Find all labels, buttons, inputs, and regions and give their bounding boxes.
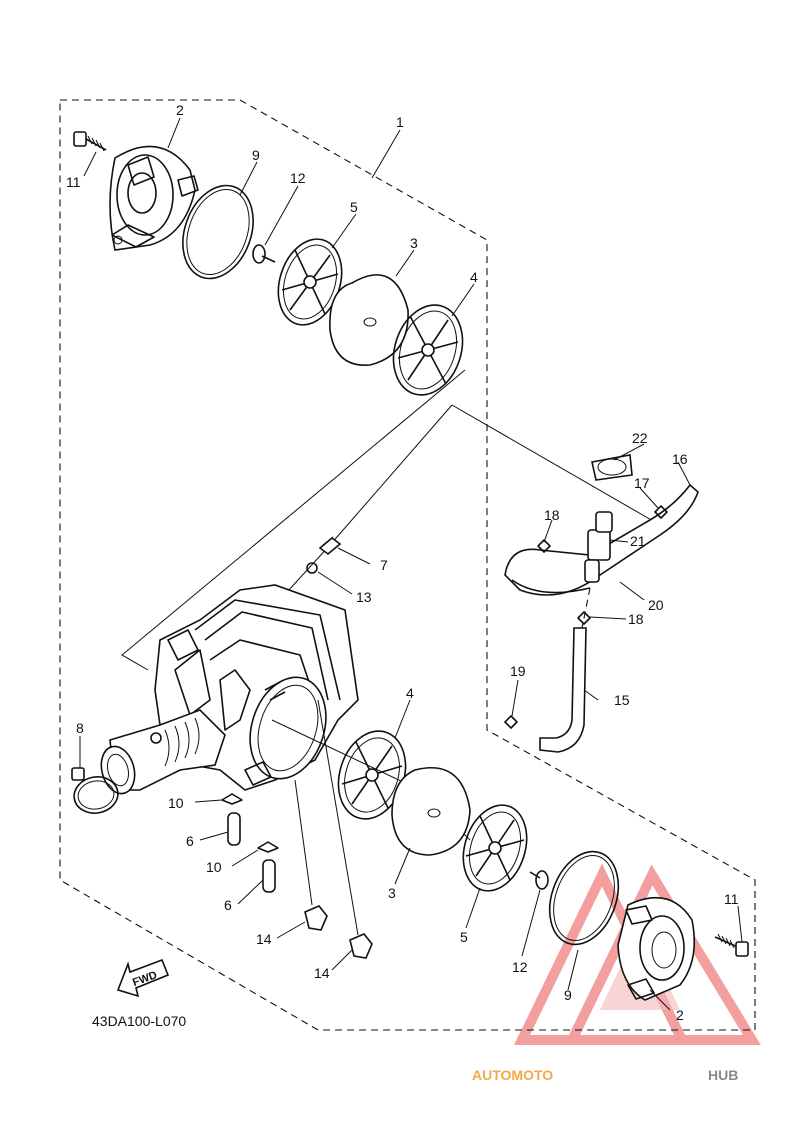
callout-8: 8 — [76, 720, 84, 736]
watermark-word2: HUB — [708, 1067, 738, 1083]
bolt-lower — [529, 870, 549, 890]
drain-hose-15 — [539, 587, 591, 753]
clip-18-lower — [577, 611, 591, 625]
callout-16: 16 — [672, 451, 688, 467]
callout-14-left: 14 — [256, 931, 272, 947]
watermark-logo: AUTOMOTO HUB — [472, 1067, 738, 1083]
callout-14-right: 14 — [314, 965, 330, 981]
callout-6-upper: 6 — [186, 833, 194, 849]
screw-lower-right — [714, 933, 749, 957]
callout-9-lower: 9 — [564, 987, 572, 1003]
callout-20: 20 — [648, 597, 664, 613]
callout-12-lower: 12 — [512, 959, 528, 975]
callout-18-lower: 18 — [628, 611, 644, 627]
plug-14-left — [304, 905, 328, 931]
clamp — [71, 767, 119, 814]
filter-element-lower — [391, 766, 471, 856]
clip-19 — [504, 715, 518, 729]
callout-3-top: 3 — [410, 235, 418, 251]
clip-10-lower — [257, 841, 279, 853]
drain-plug — [318, 536, 342, 556]
callout-22: 22 — [632, 430, 648, 446]
bolt-top — [252, 244, 276, 264]
callout-10-upper: 10 — [168, 795, 184, 811]
plug-14-right — [349, 933, 373, 959]
callout-2-top: 2 — [176, 102, 184, 118]
filter-element-top — [329, 274, 409, 366]
callout-18-upper: 18 — [544, 507, 560, 523]
callout-9-top: 9 — [252, 147, 260, 163]
callout-10-lower: 10 — [206, 859, 222, 875]
watermark-word1: AUTOMOTO — [472, 1067, 553, 1083]
cover-top — [109, 145, 199, 251]
clamp-22 — [591, 454, 633, 481]
joint-21 — [584, 511, 613, 583]
diagram-code: 43DA100-L070 — [92, 1013, 186, 1029]
drain-pipe-lower — [262, 859, 276, 893]
callout-19: 19 — [510, 663, 526, 679]
clip-13 — [306, 562, 318, 574]
callout-1: 1 — [396, 114, 404, 130]
callout-2-lower: 2 — [676, 1007, 684, 1023]
cover-lower — [617, 896, 696, 1001]
fwd-arrow-icon: FWD — [116, 958, 170, 998]
callout-11-top: 11 — [66, 174, 81, 190]
filter-frame-top-right — [392, 304, 464, 396]
callout-17: 17 — [634, 475, 650, 491]
leader-lines — [79, 117, 743, 1011]
filter-frame-top — [277, 238, 343, 326]
breather-hose — [504, 483, 699, 596]
callout-3-lower: 3 — [388, 885, 396, 901]
callout-21: 21 — [630, 533, 646, 549]
o-ring-lower — [548, 850, 620, 946]
callout-labels: 1 2 11 9 12 5 3 4 7 13 8 4 10 6 10 6 14 … — [66, 102, 739, 1023]
drain-pipe-upper — [227, 812, 241, 846]
filter-frame-lower-right — [462, 804, 528, 892]
callout-13: 13 — [356, 589, 372, 605]
callout-15: 15 — [614, 692, 630, 708]
clip-17 — [654, 505, 668, 519]
callout-4-top: 4 — [470, 269, 478, 285]
callout-7: 7 — [380, 557, 388, 573]
callout-5-top: 5 — [350, 199, 358, 215]
clip-10-upper — [221, 793, 243, 805]
callout-12-top: 12 — [290, 170, 306, 186]
o-ring-top — [182, 184, 254, 280]
screw-top-left — [73, 131, 107, 152]
callout-6-lower: 6 — [224, 897, 232, 913]
callout-5-lower: 5 — [460, 929, 468, 945]
callout-4-lower: 4 — [406, 685, 414, 701]
callout-11-lower: 11 — [724, 891, 739, 907]
intake-duct — [100, 709, 226, 795]
clip-18-upper — [537, 539, 551, 553]
assembly-boundary-upper — [59, 99, 756, 1031]
